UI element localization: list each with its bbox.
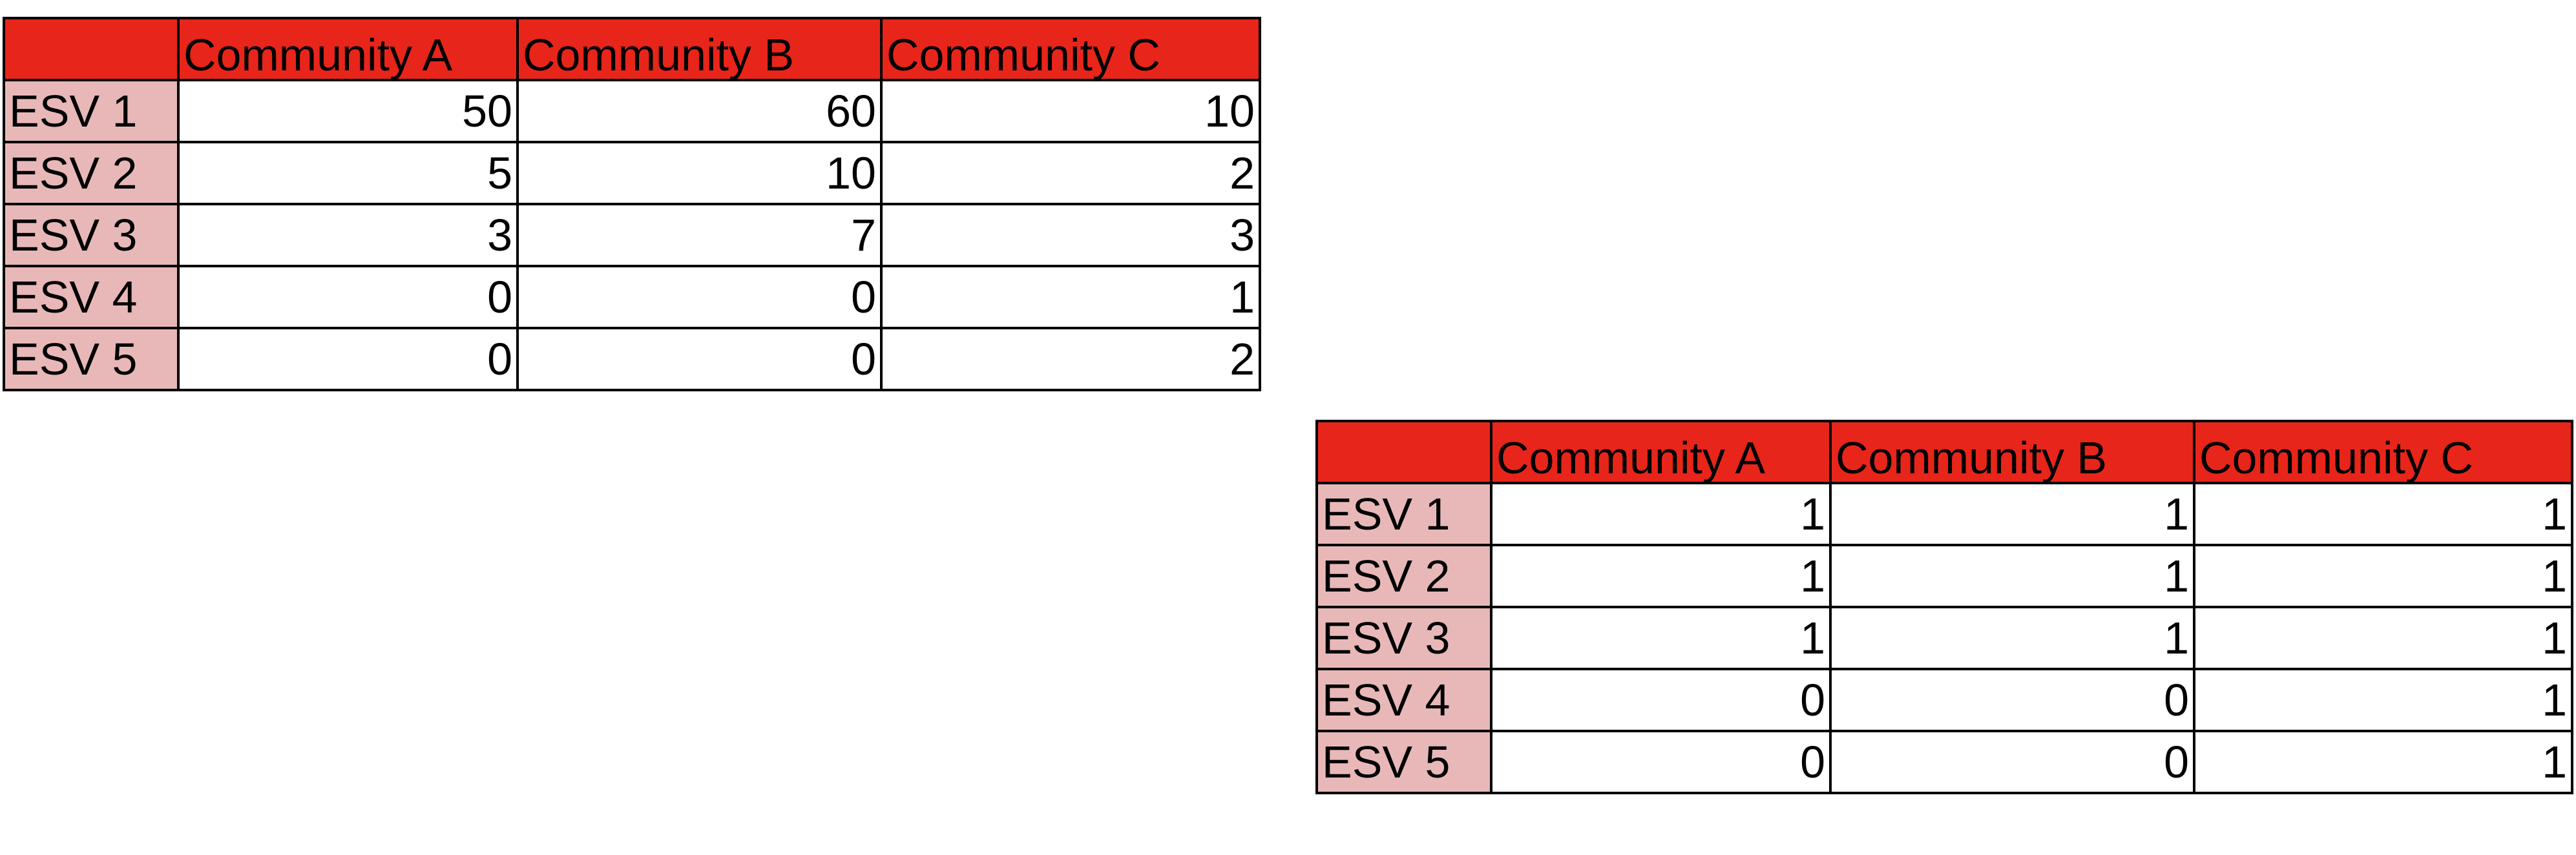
- table-row: ESV 5 0 0 2: [3, 327, 1261, 391]
- table-cell: 10: [516, 141, 883, 205]
- table-cell: 1: [1829, 606, 2195, 670]
- corner-cell: [3, 17, 180, 81]
- row-label: ESV 2: [3, 141, 180, 205]
- table-cell: 0: [177, 265, 519, 329]
- table-row: ESV 1 50 60 10: [3, 79, 1261, 143]
- row-label: ESV 5: [1315, 730, 1492, 794]
- table-cell: 2: [880, 141, 1261, 205]
- column-header: Community B: [1829, 420, 2195, 484]
- row-label: ESV 2: [1315, 544, 1492, 608]
- table-row: ESV 1 1 1 1: [1315, 482, 2573, 546]
- table-cell: 0: [177, 327, 519, 391]
- table-row: ESV 3 3 7 3: [3, 203, 1261, 267]
- table-row: ESV 2 5 10 2: [3, 141, 1261, 205]
- column-header: Community C: [880, 17, 1261, 81]
- table-cell: 1: [2193, 606, 2573, 670]
- table-cell: 0: [1829, 668, 2195, 732]
- table-row: ESV 4 0 0 1: [3, 265, 1261, 329]
- table-cell: 1: [2193, 668, 2573, 732]
- table-cell: 1: [1829, 482, 2195, 546]
- column-header: Community C: [2193, 420, 2573, 484]
- table-cell: 1: [2193, 730, 2573, 794]
- row-label: ESV 1: [1315, 482, 1492, 546]
- table-cell: 3: [880, 203, 1261, 267]
- row-label: ESV 1: [3, 79, 180, 143]
- table-cell: 0: [516, 327, 883, 391]
- table-cell: 60: [516, 79, 883, 143]
- table-header-row: Community A Community B Community C: [3, 17, 1261, 81]
- row-label: ESV 5: [3, 327, 180, 391]
- column-header: Community A: [177, 17, 519, 81]
- table-cell: 5: [177, 141, 519, 205]
- row-label: ESV 4: [1315, 668, 1492, 732]
- table-cell: 0: [516, 265, 883, 329]
- table-cell: 2: [880, 327, 1261, 391]
- table-cell: 1: [1490, 544, 1832, 608]
- table-cell: 3: [177, 203, 519, 267]
- table-cell: 0: [1490, 668, 1832, 732]
- table-cell: 0: [1829, 730, 2195, 794]
- table-cell: 1: [1490, 482, 1832, 546]
- table-cell: 7: [516, 203, 883, 267]
- row-label: ESV 4: [3, 265, 180, 329]
- table-cell: 1: [1829, 544, 2195, 608]
- table-cell: 1: [2193, 482, 2573, 546]
- corner-cell: [1315, 420, 1492, 484]
- table-row: ESV 5 0 0 1: [1315, 730, 2573, 794]
- table-cell: 50: [177, 79, 519, 143]
- row-label: ESV 3: [1315, 606, 1492, 670]
- presence-absence-table: Community A Community B Community C ESV …: [1315, 420, 2573, 794]
- abundance-table: Community A Community B Community C ESV …: [3, 17, 1261, 391]
- table-cell: 1: [880, 265, 1261, 329]
- table-row: ESV 3 1 1 1: [1315, 606, 2573, 670]
- table-cell: 1: [2193, 544, 2573, 608]
- table-cell: 0: [1490, 730, 1832, 794]
- table-cell: 10: [880, 79, 1261, 143]
- table-row: ESV 2 1 1 1: [1315, 544, 2573, 608]
- row-label: ESV 3: [3, 203, 180, 267]
- column-header: Community A: [1490, 420, 1832, 484]
- table-cell: 1: [1490, 606, 1832, 670]
- column-header: Community B: [516, 17, 883, 81]
- table-header-row: Community A Community B Community C: [1315, 420, 2573, 484]
- table-row: ESV 4 0 0 1: [1315, 668, 2573, 732]
